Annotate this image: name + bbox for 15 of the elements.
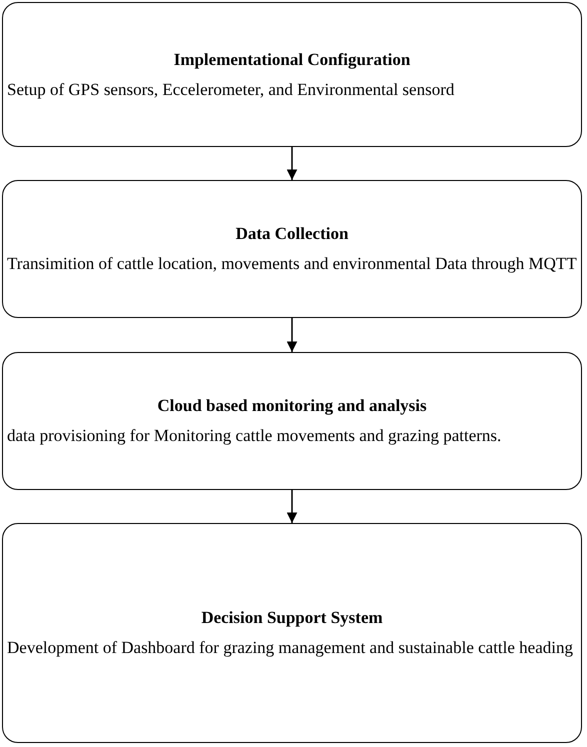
box-description: Setup of GPS sensors, Eccelerometer, and Environmental sensord: [7, 78, 456, 101]
box-heading: Decision Support System: [200, 607, 384, 629]
arrow: [286, 147, 298, 180]
process-box: [2, 180, 582, 318]
box-description: data provisioning for Monitoring cattle movements and grazing patterns.: [7, 425, 502, 447]
arrow: [286, 490, 298, 523]
box-heading: Cloud based monitoring and analysis: [156, 395, 428, 417]
process-box: [2, 523, 582, 743]
box-heading: Data Collection: [234, 223, 350, 245]
process-box: [2, 352, 582, 490]
arrow: [286, 318, 298, 352]
process-box: [2, 2, 582, 147]
box-description: Development of Dashboard for grazing management and sustainable cattle heading: [7, 637, 574, 659]
box-heading: Implementational Configuration: [172, 48, 412, 71]
box-description: Transimition of cattle location, movements and environmental Data through MQTT: [7, 253, 577, 275]
